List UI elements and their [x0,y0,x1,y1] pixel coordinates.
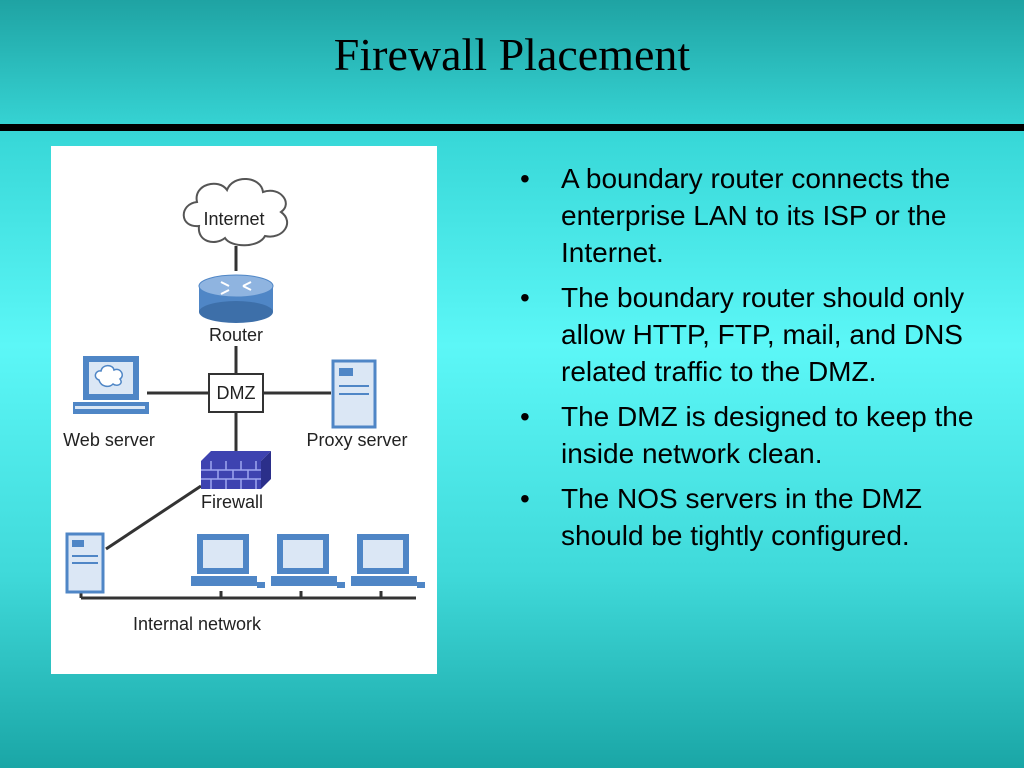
bullet-list: • A boundary router connects the enterpr… [520,160,1000,562]
computer-icon [351,534,425,588]
computer-icon [191,534,265,588]
bullet-item: • The NOS servers in the DMZ should be t… [520,480,1000,554]
bullet-glyph: • [520,282,530,313]
bullet-item: • A boundary router connects the enterpr… [520,160,1000,271]
bullet-text: The boundary router should only allow HT… [561,282,965,387]
dmz-label: DMZ [217,383,256,403]
firewall-icon [201,451,271,489]
dmz-box [208,373,264,413]
proxy-server-label: Proxy server [306,430,407,450]
router-label: Router [209,325,263,345]
cloud-icon [182,178,288,247]
server-icon [331,359,377,429]
bullet-text: A boundary router connects the enterpris… [561,163,951,268]
server-icon [65,532,105,594]
bullet-glyph: • [520,401,530,432]
network-diagram-svg: Internet Router DMZ Web server Pro [63,178,425,634]
bullet-glyph: • [520,483,530,514]
internal-network-label: Internal network [133,614,262,634]
network-links [79,246,416,600]
network-diagram: Internet Router DMZ Web server Pro [51,146,437,674]
slide-title: Firewall Placement [333,29,691,80]
bullet-text: The NOS servers in the DMZ should be tig… [561,483,922,551]
web-server-label: Web server [63,430,155,450]
bullet-glyph: • [520,163,530,194]
computer-icon [73,356,149,414]
title-divider [0,124,1024,131]
bullet-item: • The DMZ is designed to keep the inside… [520,398,1000,472]
internet-label: Internet [203,209,264,229]
bullet-text: The DMZ is designed to keep the inside n… [561,401,974,469]
router-icon [198,274,274,323]
bullet-item: • The boundary router should only allow … [520,279,1000,390]
firewall-label: Firewall [201,492,263,512]
computer-icon [271,534,345,588]
